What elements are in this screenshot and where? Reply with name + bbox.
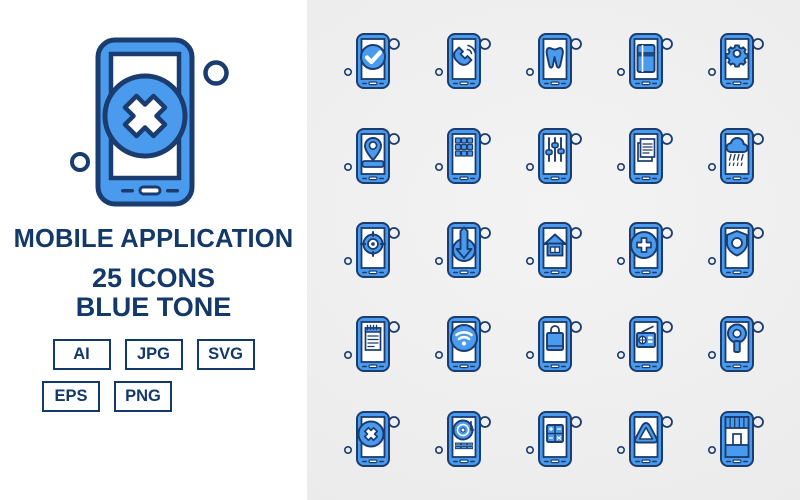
subtitle-line-2: BLUE TONE [75,291,232,322]
mobile-gps-target-icon [328,203,419,297]
mobile-shield-icon [693,203,784,297]
mobile-weather-rain-icon [693,108,784,202]
mobile-cancel-icon [64,28,244,218]
format-badge-ai: AI [52,338,111,370]
mobile-settings-icon [693,14,784,108]
format-badge-jpg: JPG [124,338,183,370]
mobile-notepad-icon [328,297,419,391]
icon-showcase-panel [308,0,800,500]
mobile-location-pin-icon [328,108,419,202]
mobile-wifi-icon [419,297,510,391]
mobile-search-icon [693,297,784,391]
format-badge-eps: EPS [42,380,100,412]
page-title: MOBILE APPLICATION [13,225,294,253]
subtitle-line-1: 25 ICONS [91,262,216,293]
mobile-documents-icon [602,108,693,202]
icon-grid [308,0,800,500]
mobile-download-icon [419,203,510,297]
mobile-radio-icon [602,297,693,391]
mobile-cancel-x-icon [328,392,419,486]
page-subtitle: 25 ICONS BLUE TONE [0,262,307,322]
title-block: MOBILE APPLICATION 25 ICONS BLUE TONE [0,226,307,322]
mobile-app-grid-icon [419,108,510,202]
mobile-music-vinyl-icon [419,392,510,486]
format-badge-list: AI JPG SVG EPS PNG [36,338,271,412]
format-badge-svg: SVG [196,338,255,370]
format-badge-png: PNG [114,380,172,412]
mobile-checkmark-icon [328,14,419,108]
mobile-credit-card-icon [602,14,693,108]
format-badge-row-2: EPS PNG [36,380,271,412]
mobile-home-icon [510,203,601,297]
mobile-calculator-icon [510,392,601,486]
format-badge-row-1: AI JPG SVG [36,338,271,370]
mobile-add-plus-icon [602,203,693,297]
mobile-shop-icon [693,392,784,486]
mobile-shopping-bag-icon [510,297,601,391]
mobile-dental-icon [510,14,601,108]
left-info-panel: MOBILE APPLICATION 25 ICONS BLUE TONE AI… [0,0,308,500]
mobile-drive-triangle-icon [602,392,693,486]
mobile-phone-call-icon [419,14,510,108]
mobile-equalizer-icon [510,108,601,202]
